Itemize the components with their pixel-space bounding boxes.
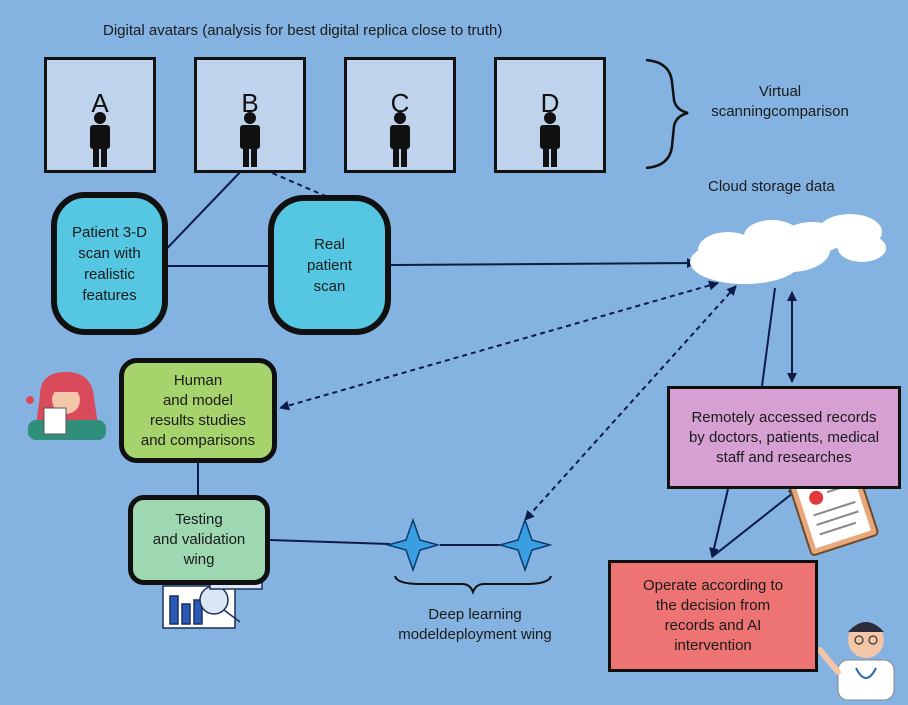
doctor-icon (817, 622, 895, 701)
text-line: deployment wing (439, 626, 552, 643)
text-line: results studies (150, 411, 246, 429)
link-cloud-deeplearning (524, 285, 737, 521)
testing-validation-box: Testing and validation wing (128, 495, 270, 585)
text-line: Testing (175, 511, 223, 528)
diagram-title: Digital avatars (analysis for best digit… (103, 22, 503, 39)
text-line: scan (313, 277, 346, 295)
avatar-box-b: B (194, 57, 306, 173)
brace-icon (394, 575, 552, 595)
link-cloud-remote (761, 287, 776, 387)
remote-records-box: Remotely accessed records by doctors, pat… (667, 386, 901, 489)
deep-learning-label: Deep learning modeldeployment wing (380, 605, 570, 645)
text-line: Operate according to (642, 577, 784, 594)
text-line: and comparisons (140, 431, 256, 449)
link-operate-remote (711, 488, 799, 558)
avatar-label: B (241, 88, 259, 118)
text-line: wing (183, 551, 215, 568)
text-line: realistic (84, 265, 135, 283)
link-testing-star (269, 539, 391, 545)
woman-thinking-icon (26, 372, 106, 440)
avatar-label: C (390, 88, 410, 118)
text-line: and model (162, 391, 234, 409)
text-line: Real (314, 235, 345, 253)
text-line: features (82, 286, 137, 304)
text-line: Virtual scanning (711, 83, 802, 120)
avatar-label: A (91, 88, 109, 118)
text-line: Deep learning model (398, 606, 522, 643)
text-line: the decision from (655, 597, 771, 614)
link-real-cloud (390, 258, 697, 269)
text-line: records and AI (664, 617, 762, 634)
avatar-label: D (540, 88, 560, 118)
text-line: patient (306, 256, 353, 274)
text-line: Human (173, 371, 223, 389)
avatar-box-d: D (494, 57, 606, 173)
text-line: by doctors, patients, medical (688, 428, 880, 446)
text-line: and validation (152, 531, 246, 548)
text-line: staff and researches (716, 448, 852, 466)
analytics-icon (162, 574, 263, 629)
text-line: comparison (771, 103, 849, 120)
operate-decision-box: Operate according to the decision from rec… (608, 560, 818, 672)
text-line: Patient 3-D (71, 223, 148, 241)
text-line: scan with (78, 244, 141, 262)
text-line: intervention (674, 637, 752, 654)
person-icon (90, 112, 110, 167)
real-patient-scan-box: Real patient scan (268, 195, 391, 335)
brace-icon (645, 58, 689, 170)
cloud-storage-label: Cloud storage data (708, 178, 835, 195)
human-model-results-box: Human and model results studies and compari… (119, 358, 277, 463)
person-icon (540, 112, 560, 167)
patient-3d-scan-box: Patient 3-D scan with realistic features (51, 192, 168, 335)
star-icon (497, 517, 553, 573)
person-icon (240, 112, 260, 167)
link-remote-operate (709, 488, 729, 558)
person-icon (390, 112, 410, 167)
avatar-box-c: C (344, 57, 456, 173)
avatar-box-a: A (44, 57, 156, 173)
text-line: Remotely accessed records (691, 408, 877, 426)
cloud-icon (690, 214, 886, 284)
virtual-scanning-label: Virtual scanningcomparison (700, 82, 860, 122)
star-icon (385, 517, 441, 573)
